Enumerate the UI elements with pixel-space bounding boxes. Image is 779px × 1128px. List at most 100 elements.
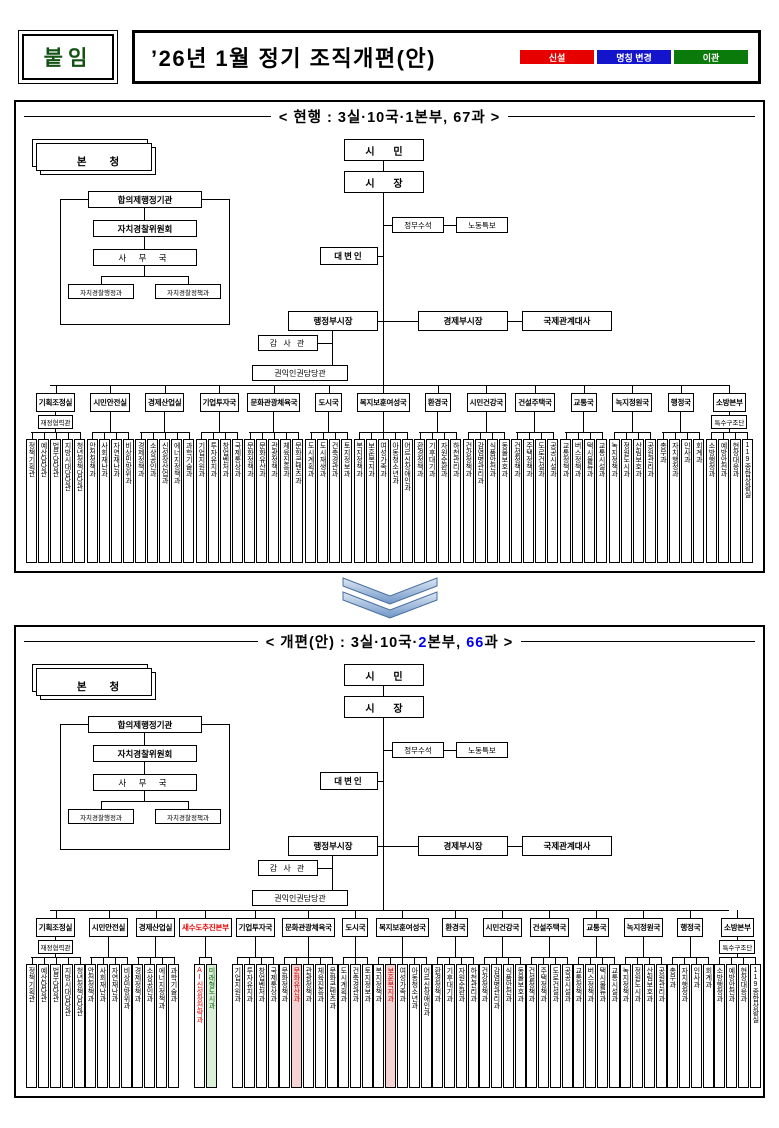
division-box: 문화유산과 — [290, 964, 302, 1088]
dept-box: 녹지정원국 — [623, 918, 664, 937]
dept-connector — [534, 412, 536, 432]
division-wrap: 녹지정책과 — [608, 432, 620, 563]
collegial-agency-frame: 합의제행정기관 자치경찰위원회 사 무 국 자치경찰행정과 자치경찰정책과 — [60, 716, 230, 850]
division-box: 녹지정책과 — [619, 964, 631, 1088]
vice-mayor-econ-box: 경제부시장 — [418, 311, 508, 331]
connector-line — [101, 801, 102, 809]
division-box: 창업벤처과 — [219, 439, 231, 563]
legend-new: 신설 — [520, 50, 594, 64]
division-box: 보훈복지과 — [384, 964, 396, 1088]
vice-mayor-econ-box: 경제부시장 — [418, 836, 508, 856]
heading-text: < 현행 : 3실·10국·1본부, 67과 > — [279, 106, 500, 127]
division-wrap: 자치행정과 — [669, 432, 681, 563]
connector-line — [728, 412, 730, 415]
division-wrap: 예산담당관 — [38, 432, 49, 563]
dept-connector — [164, 412, 166, 432]
division-box: 정원도시과 — [620, 439, 632, 563]
division-wrap: 인사과 — [690, 957, 702, 1088]
division-wrap: 총무과 — [657, 432, 669, 563]
dept-connector — [108, 937, 109, 957]
connector-line — [144, 266, 145, 276]
division-box: 자원순환과 — [438, 439, 450, 563]
auditor-box: 감 사 관 — [258, 335, 318, 351]
division-wrap: 건축경관과 — [349, 957, 361, 1088]
division-wrap: 경제정책과 — [132, 957, 143, 1088]
labor-aide-box: 노동특보 — [456, 742, 508, 758]
dept-box: 기획조정실 — [35, 918, 76, 937]
division-wrap: 정원도시과 — [631, 957, 643, 1088]
connector-line — [382, 412, 384, 432]
connector-line — [144, 791, 145, 801]
division-wrap: 하천관리과 — [467, 957, 479, 1088]
collegial-agency-box: 합의제행정기관 — [88, 191, 202, 208]
division-wrap: 건강정책과 — [462, 432, 474, 563]
division-box: 자연재난과 — [109, 964, 120, 1088]
division-wrap: 소방행정과 — [705, 432, 717, 563]
division-box: 건강정책과 — [478, 964, 490, 1088]
connector-line — [101, 276, 189, 277]
division-wrap: 에너지정책과 — [156, 957, 167, 1088]
division-wrap: 토지정보과 — [361, 957, 373, 1088]
division-wrap: 어르신장애인과 — [420, 957, 432, 1088]
division-wrap: 도시재생과 — [317, 432, 329, 563]
dept-box: 건설주택국 — [529, 918, 570, 937]
division-wrap: 공공시설과 — [561, 957, 573, 1088]
division-box: 경제정책과 — [135, 439, 147, 563]
division-wrap: 자연재난과 — [109, 957, 120, 1088]
connector-line — [534, 412, 536, 432]
side-office-box: 특수구조단 — [719, 940, 756, 954]
division-box: 아동청소년과 — [408, 964, 420, 1088]
division-box: 문화유산과 — [256, 439, 268, 563]
division-box: 자원순환과 — [455, 964, 467, 1088]
connector-line — [55, 412, 56, 415]
dept-connector — [109, 412, 111, 432]
division-wrap: 기후대기과 — [426, 432, 438, 563]
division-wrap: 비상민방위과 — [121, 957, 132, 1088]
division-wrap: 문화콘텐츠과 — [326, 957, 338, 1088]
division-box: 도로건설과 — [535, 439, 547, 563]
connector-line — [383, 686, 384, 696]
connector-line — [689, 937, 691, 957]
dept-box: 기획조정실 — [35, 393, 76, 412]
division-wrap: 아동청소년과 — [408, 957, 420, 1088]
division-box: 지방시대담당관 — [62, 964, 73, 1088]
division-box: 감염병관리과 — [490, 964, 502, 1088]
dept-connector: 특수구조단 — [711, 412, 748, 432]
division-box: 버스정책과 — [572, 439, 584, 563]
division-box: 회계과 — [702, 964, 714, 1088]
division-box: 비상민방위과 — [121, 964, 132, 1088]
connector-line — [642, 937, 644, 957]
division-box: 도로건설과 — [549, 964, 561, 1088]
dept-connector — [548, 937, 550, 957]
dept-connector — [689, 937, 691, 957]
division-box: 건강정책과 — [462, 439, 474, 563]
division-wrap: 복지정책과 — [372, 957, 384, 1088]
division-box: 인사과 — [690, 964, 702, 1088]
division-wrap: 에너지정책과 — [171, 432, 183, 563]
division-box: 보훈복지과 — [365, 439, 377, 563]
division-wrap: 관광정책과 — [268, 432, 280, 563]
connector-line — [631, 412, 633, 432]
dept-box: 시민안전실 — [90, 393, 130, 412]
division-box: 건축경관과 — [349, 964, 361, 1088]
division-box: 버스정책과 — [584, 964, 596, 1088]
dept-box: 행정국 — [677, 918, 704, 937]
dept-box: 건설주택국 — [515, 393, 555, 412]
mayor-box: 시 장 — [344, 171, 424, 193]
